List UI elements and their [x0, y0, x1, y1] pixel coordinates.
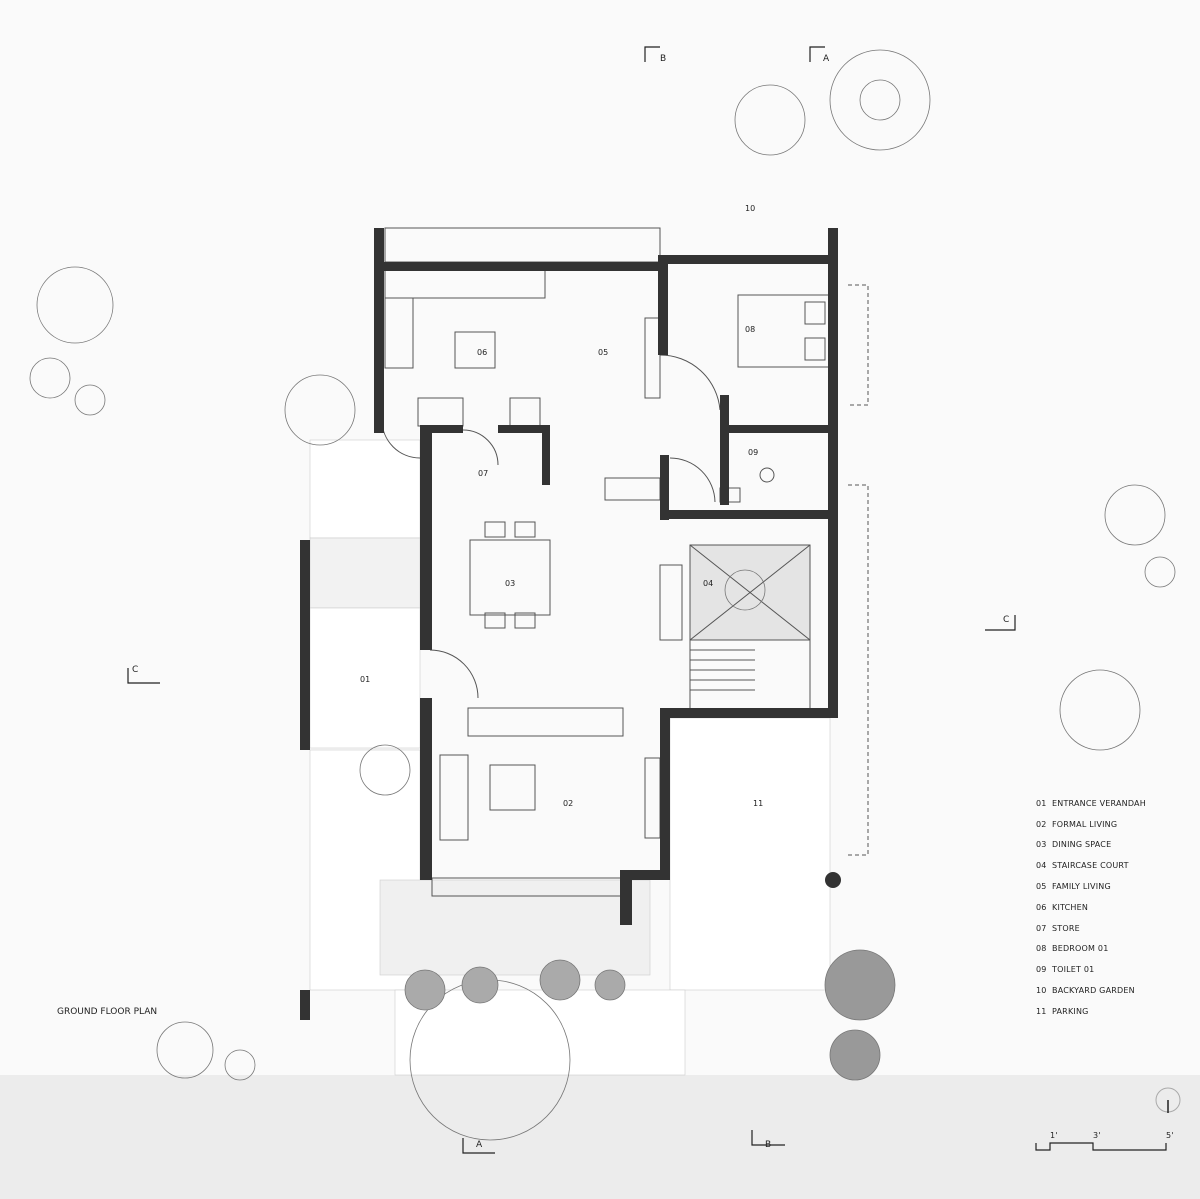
section-c-left: C: [132, 665, 138, 675]
interior-lines: [381, 227, 869, 897]
scale-label-1: 1': [1050, 1131, 1058, 1140]
section-b-bottom: B: [765, 1140, 771, 1150]
scale-label-3: 3': [1093, 1131, 1101, 1140]
room-03-label: 03: [505, 579, 515, 588]
kitchen-island: [454, 331, 496, 369]
legend-num: 03: [1036, 840, 1047, 849]
legend-num: 10: [1036, 986, 1047, 995]
legend-num: 09: [1036, 965, 1047, 974]
legend-name: FAMILY LIVING: [1052, 882, 1111, 891]
room-04-label: 04: [703, 579, 713, 588]
north-arrow-icon: [1155, 1087, 1181, 1113]
walls: [300, 228, 841, 1020]
legend-name: ENTRANCE VERANDAH: [1052, 799, 1146, 808]
section-marks: [127, 46, 1016, 1154]
legend-num: 01: [1036, 799, 1047, 808]
legend-num: 05: [1036, 882, 1047, 891]
dining-table: [469, 539, 551, 616]
legend-num: 11: [1036, 1007, 1047, 1016]
legend-name: PARKING: [1052, 1007, 1089, 1016]
room-01-label: 01: [360, 675, 370, 684]
legend-name: BACKYARD GARDEN: [1052, 986, 1135, 995]
room-09-label: 09: [748, 448, 758, 457]
scale-label-5: 5': [1166, 1131, 1174, 1140]
sofa: [439, 754, 469, 841]
room-05-label: 05: [598, 348, 608, 357]
legend-name: TOILET 01: [1051, 965, 1094, 974]
legend-num: 04: [1036, 861, 1047, 870]
legend-name: DINING SPACE: [1052, 840, 1111, 849]
legend-num: 08: [1036, 944, 1047, 953]
legend-name: KITCHEN: [1052, 903, 1088, 912]
section-a-top: A: [823, 54, 830, 64]
room-08-label: 08: [745, 325, 755, 334]
room-07-label: 07: [478, 469, 488, 478]
trees: [29, 49, 1176, 1141]
legend-num: 06: [1036, 903, 1047, 912]
room-11-label: 11: [753, 799, 763, 808]
room-10-label: 10: [745, 204, 755, 213]
room-06-label: 06: [477, 348, 487, 357]
room-02-label: 02: [563, 799, 573, 808]
coffee-table: [489, 764, 536, 811]
legend-num: 07: [1036, 924, 1047, 933]
legend-name: STORE: [1052, 924, 1080, 933]
legend: 01 ENTRANCE VERANDAH 02 FORMAL LIVING 03 DI…: [1036, 799, 1146, 1016]
legend-name: STAIRCASE COURT: [1052, 861, 1129, 870]
section-c-right: C: [1003, 615, 1009, 625]
room-labels: 01 02 03 04 05 06 07 08 09 10 11: [360, 204, 763, 808]
legend-name: FORMAL LIVING: [1052, 820, 1117, 829]
ground-strip: [0, 1075, 1200, 1199]
legend-num: 02: [1036, 820, 1047, 829]
section-a-bottom: A: [476, 1140, 483, 1150]
plan-title: GROUND FLOOR PLAN: [57, 1007, 157, 1017]
legend-name: BEDROOM 01: [1052, 944, 1108, 953]
scale-bar: [1035, 1142, 1167, 1151]
section-b-top: B: [660, 54, 666, 64]
